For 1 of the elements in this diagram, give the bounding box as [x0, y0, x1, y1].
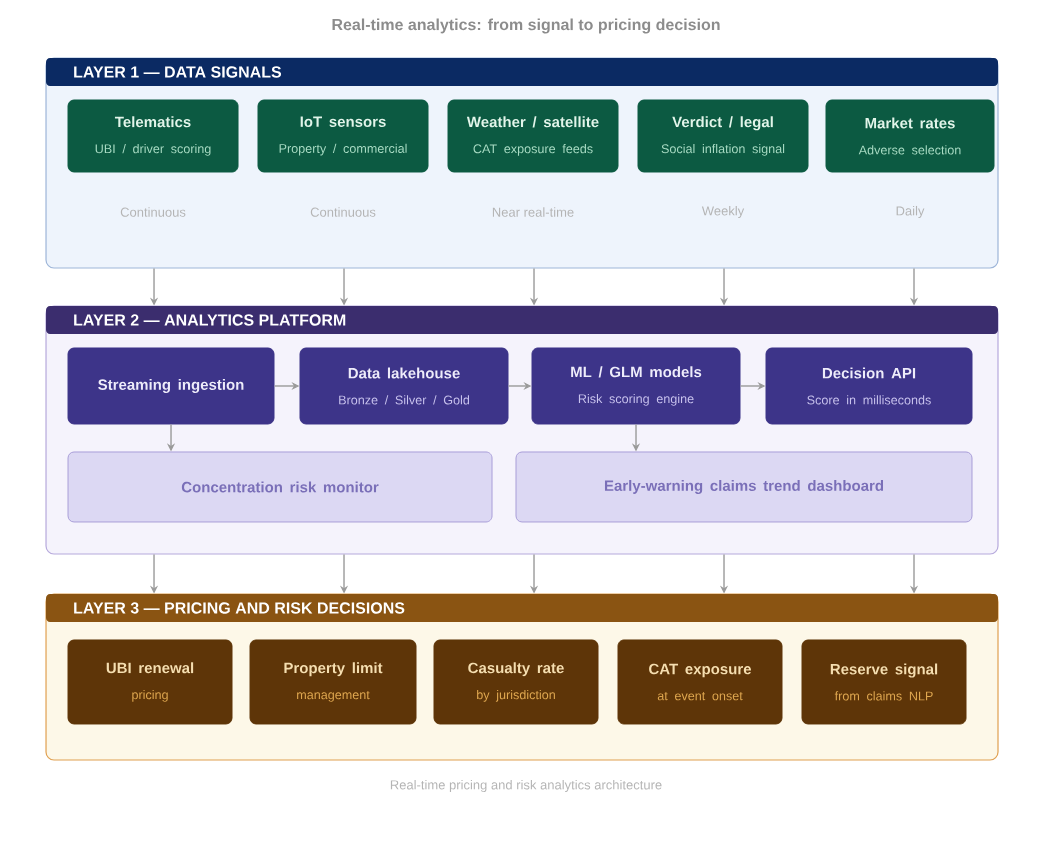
title: Real-time analytics: from signal to pricing decision [332, 18, 720, 34]
